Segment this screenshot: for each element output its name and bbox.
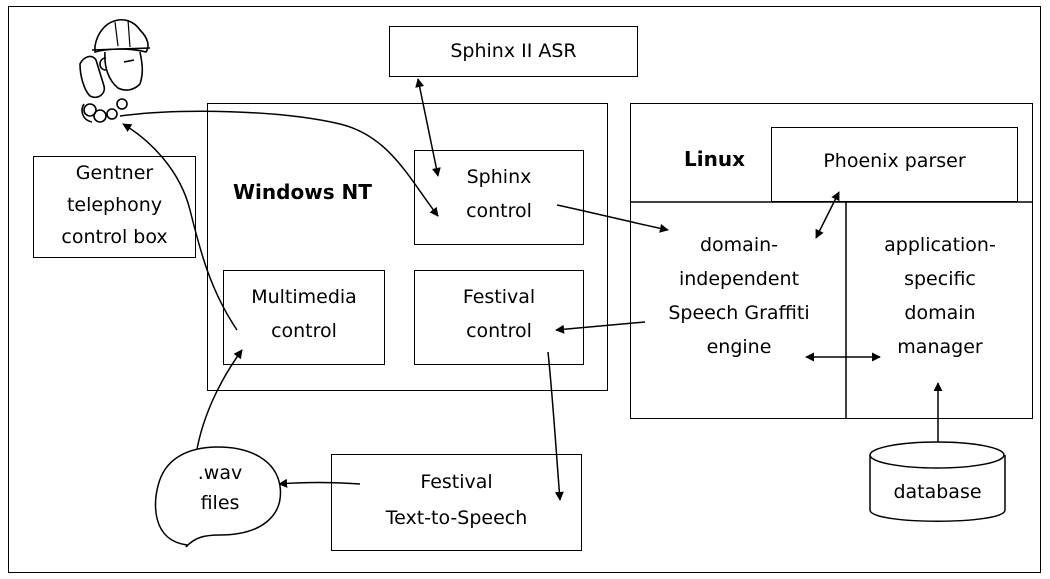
- database-cylinder: [869, 441, 1006, 522]
- festival-control-line-1: Festival: [462, 286, 536, 308]
- multimedia-control-line-1: Multimedia: [251, 286, 357, 308]
- arrow-graffiti-festival: [555, 321, 646, 334]
- domain-manager-line-3: domain: [904, 302, 976, 324]
- speech-graffiti-label: domain- independent Speech Graffiti engi…: [632, 228, 846, 364]
- festival-control-label: Festival control: [414, 280, 584, 348]
- arrow-phoenix-graffiti: [815, 191, 840, 239]
- festival-control-line-2: control: [466, 320, 532, 342]
- gentner-line-3: control box: [61, 226, 168, 248]
- speech-graffiti-line-1: domain-: [699, 234, 778, 256]
- sphinx-control-label: Sphinx control: [414, 160, 584, 228]
- speech-graffiti-line-4: engine: [706, 336, 772, 358]
- windows-nt-label: Windows NT: [233, 180, 372, 204]
- domain-manager-line-1: application-: [884, 234, 996, 256]
- arrow-sphinx-graffiti: [556, 204, 669, 233]
- arrow-wav-multimedia: [194, 349, 243, 463]
- database-label: database: [893, 481, 982, 503]
- wav-files-label: .wav files: [168, 458, 272, 518]
- diagram-frame: [8, 6, 1041, 573]
- arrow-asr-sphinx-control: [415, 78, 441, 177]
- gentner-line-1: Gentner: [75, 162, 154, 184]
- arrow-multimedia-phone: [122, 123, 238, 331]
- sphinx-asr-label: Sphinx II ASR: [450, 40, 577, 62]
- sphinx-asr-box: [389, 26, 638, 77]
- wav-files-line-1: .wav: [197, 462, 243, 484]
- multimedia-control-box: [223, 270, 385, 365]
- multimedia-control-line-2: control: [271, 320, 337, 342]
- wav-files-line-2: files: [200, 492, 240, 514]
- linux-label: Linux: [684, 147, 745, 171]
- domain-manager-line-2: specific: [904, 268, 976, 290]
- festival-tts-label: Festival Text-to-Speech: [331, 464, 582, 536]
- festival-tts-box: [331, 454, 582, 551]
- sphinx-control-line-2: control: [466, 200, 532, 222]
- gentner-box: [33, 156, 196, 258]
- gentner-label: Gentner telephony control box: [33, 157, 196, 253]
- gentner-line-2: telephony: [66, 194, 163, 216]
- festival-control-box: [414, 270, 584, 365]
- domain-manager-line-4: manager: [897, 336, 983, 358]
- arrow-tts-wav: [278, 478, 361, 488]
- arrow-festival-tts: [547, 351, 564, 501]
- speech-graffiti-line-3: Speech Graffiti: [668, 302, 810, 324]
- windows-nt-box: [207, 103, 608, 391]
- festival-tts-line-2: Text-to-Speech: [385, 507, 528, 529]
- phone-user-icon: [79, 19, 151, 123]
- multimedia-control-label: Multimedia control: [223, 280, 385, 348]
- sphinx-control-line-1: Sphinx: [466, 166, 532, 188]
- linux-box: [630, 103, 1033, 419]
- domain-manager-label: application- specific domain manager: [847, 228, 1033, 364]
- festival-tts-line-1: Festival: [420, 471, 493, 493]
- speech-graffiti-line-2: independent: [678, 268, 800, 290]
- wav-files-callout: [154, 446, 282, 548]
- arrow-phone-sphinx: [119, 110, 439, 217]
- phoenix-parser-label: Phoenix parser: [823, 150, 966, 172]
- sphinx-control-box: [414, 150, 584, 245]
